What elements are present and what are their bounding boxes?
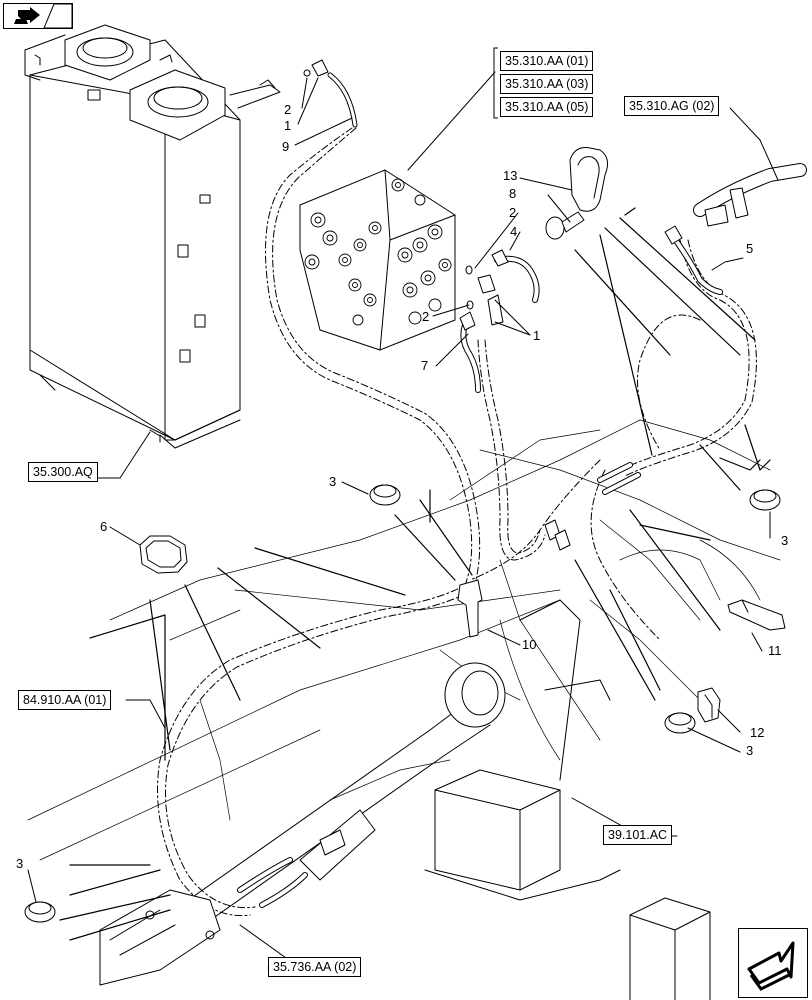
- callout-3c: 3: [746, 743, 753, 758]
- callout-1a: 1: [284, 118, 291, 133]
- o-ring-3b: [749, 489, 781, 511]
- callout-12: 12: [750, 725, 764, 740]
- hose-9: [303, 59, 358, 128]
- callout-1b: 1: [533, 328, 540, 343]
- callout-13: 13: [503, 168, 517, 183]
- ref-hydraulic-pipe[interactable]: 35.310.AG (02): [624, 96, 720, 116]
- hose-5: [664, 225, 723, 295]
- machine-body-block: [424, 599, 621, 901]
- hydraulic-tank: [24, 24, 281, 449]
- ref-valve-03[interactable]: 35.310.AA (03): [500, 74, 594, 94]
- callout-9: 9: [282, 139, 289, 154]
- callout-2c: 2: [422, 309, 429, 324]
- o-ring-3d: [24, 901, 56, 923]
- callout-6: 6: [100, 519, 107, 534]
- hose-routing: [157, 127, 757, 917]
- callout-4: 4: [510, 224, 517, 239]
- callout-3b: 3: [781, 533, 788, 548]
- callout-5: 5: [746, 241, 753, 256]
- bottom-right-box: [629, 897, 711, 1000]
- ref-frame[interactable]: 84.910.AA (01): [18, 690, 112, 710]
- callout-10: 10: [522, 637, 536, 652]
- ref-body[interactable]: 39.101.AC: [603, 825, 673, 845]
- bolt-8: [545, 211, 585, 240]
- callout-8: 8: [509, 186, 516, 201]
- next-page-button[interactable]: [738, 928, 808, 998]
- bottom-hoses: [237, 857, 308, 908]
- o-ring-3c: [664, 712, 696, 734]
- callout-3a: 3: [329, 474, 336, 489]
- callout-numbers: 2 1 9 13 8 2 4 5 2 7 1 3 6 10 3 11 12 3 …: [16, 102, 788, 871]
- valve-ref-bracket: [493, 47, 498, 119]
- hydraulic-pipe: [693, 163, 807, 227]
- callout-3d: 3: [16, 856, 23, 871]
- part-11: [727, 599, 786, 631]
- ref-cylinder[interactable]: 35.736.AA (02): [268, 957, 362, 977]
- callout-2a: 2: [284, 102, 291, 117]
- callout-2b: 2: [509, 205, 516, 220]
- control-valve-block: [299, 169, 456, 351]
- callout-11: 11: [768, 643, 782, 658]
- pointer-lines: [59, 207, 771, 941]
- o-ring-3a: [369, 484, 401, 506]
- clamp-10: [457, 579, 483, 638]
- next-page-icon: [747, 941, 795, 991]
- valve-fittings: [459, 249, 540, 393]
- hydraulic-cylinder: [99, 662, 506, 986]
- ref-tank[interactable]: 35.300.AQ: [28, 462, 98, 482]
- ref-valve-01[interactable]: 35.310.AA (01): [500, 51, 594, 71]
- frame-structure: [27, 419, 781, 861]
- prev-page-icon: [14, 4, 72, 28]
- ref-valve-05[interactable]: 35.310.AA (05): [500, 97, 594, 117]
- middle-hoses: [544, 462, 641, 551]
- clip-12: [697, 687, 721, 723]
- prev-page-button[interactable]: [3, 3, 73, 29]
- clamp-13: [569, 147, 609, 212]
- callout-7: 7: [421, 358, 428, 373]
- o-ring-6: [139, 535, 188, 574]
